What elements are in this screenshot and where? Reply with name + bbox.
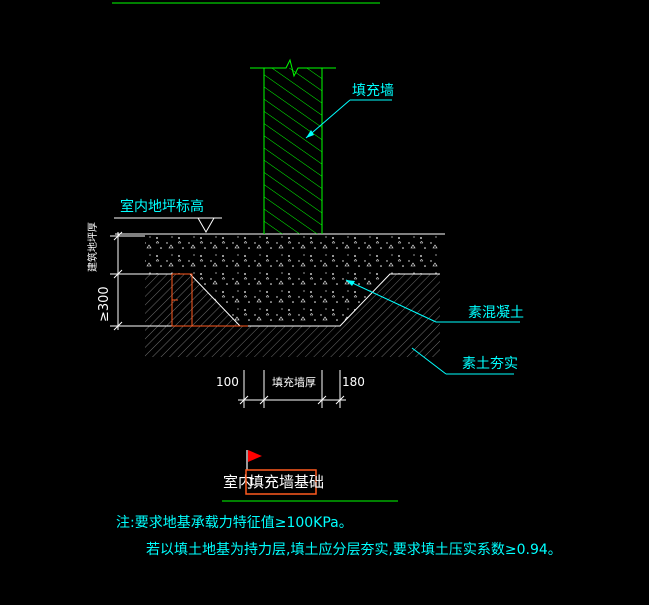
leader-fill-wall bbox=[305, 99, 392, 139]
leader-compacted-soil bbox=[411, 347, 514, 375]
red-flag-icon[interactable] bbox=[246, 450, 262, 470]
label-plain-concrete: 素混凝土 bbox=[468, 305, 524, 321]
label-min-300: ≥300 bbox=[97, 286, 112, 322]
label-floor-thickness: 建筑地坪厚 bbox=[86, 222, 99, 272]
label-fill-wall: 填充墙 bbox=[352, 83, 394, 99]
title-selected-text[interactable]: 填充墙基础 bbox=[249, 473, 324, 491]
label-compacted-soil: 素土夯实 bbox=[462, 356, 518, 372]
dim-wall-thickness: 填充墙厚 bbox=[272, 375, 316, 389]
note-line-2: 若以填土地基为持力层,填土应分层夯实,要求填土压实系数≥0.94。 bbox=[146, 541, 562, 558]
fill-wall bbox=[250, 58, 336, 234]
title-selection-box[interactable] bbox=[245, 469, 317, 495]
dim-right-180: 180 bbox=[342, 375, 365, 389]
leader-plain-concrete bbox=[345, 279, 520, 323]
dim-left-100: 100 bbox=[216, 375, 239, 389]
elevation-marker bbox=[114, 217, 222, 234]
bottom-dimension bbox=[238, 370, 346, 408]
note-line-1: 注:要求地基承载力特征值≥100KPa。 bbox=[116, 514, 353, 531]
label-indoor-floor-elevation: 室内地坪标高 bbox=[120, 198, 204, 215]
highlighted-slope-lines bbox=[171, 273, 248, 327]
